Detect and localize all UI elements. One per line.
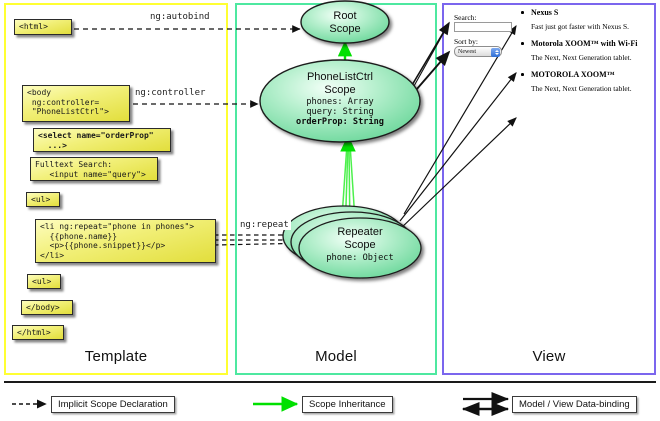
phone-snippet: Fast just got faster with Nexus S.	[531, 22, 629, 31]
code-box-ul-close[interactable]: <ul>	[27, 274, 61, 289]
code-box-html-open[interactable]: <html>	[14, 19, 72, 35]
sort-select[interactable]: Newest	[454, 46, 502, 57]
phone-name[interactable]: Nexus S	[521, 8, 653, 17]
code-box-li-repeat[interactable]: <li ng:repeat="phone in phones"> {{phone…	[35, 219, 216, 263]
sort-select-value: Newest	[458, 49, 476, 55]
search-label: Search:	[454, 13, 477, 22]
sort-label: Sort by:	[454, 37, 478, 46]
edge-bind-phone-1	[403, 24, 517, 215]
column-title-model: Model	[315, 348, 357, 365]
list-item[interactable]: MOTOROLA XOOM™ The Next, Next Generation…	[521, 70, 653, 93]
phone-name[interactable]: MOTOROLA XOOM™	[521, 70, 653, 79]
legend-label-databinding: Model / View Data-binding	[512, 396, 637, 413]
column-template	[4, 3, 228, 375]
edge-bind-phone-3	[398, 117, 517, 231]
ellipse-root-scope	[300, 0, 390, 44]
list-item[interactable]: Motorola XOOM™ with Wi-Fi The Next, Next…	[521, 39, 653, 62]
ellipse-phonelistctrl-scope	[259, 59, 421, 143]
column-title-view: View	[532, 348, 566, 365]
code-box-body-close[interactable]: </body>	[21, 300, 73, 315]
code-box-html-close[interactable]: </html>	[12, 325, 64, 340]
code-box-ul-open[interactable]: <ul>	[26, 192, 60, 207]
phone-snippet: The Next, Next Generation tablet.	[531, 84, 632, 93]
ellipse-repeater-scope-front	[298, 217, 422, 279]
phone-snippet: The Next, Next Generation tablet.	[531, 53, 632, 62]
column-title-template: Template	[84, 348, 148, 365]
code-box-fulltext-search[interactable]: Fulltext Search: <input name="query">	[30, 157, 158, 181]
label-repeater-scope: Repeater Scope phone: Object	[326, 226, 394, 263]
label-phonelistctrl-scope: PhoneListCtrl Scope phones: Array query:…	[296, 71, 384, 127]
legend-label-implicit: Implicit Scope Declaration	[51, 396, 175, 413]
code-box-body-open[interactable]: <body ng:controller= "PhoneListCtrl">	[22, 85, 130, 122]
bullet-icon	[521, 73, 524, 76]
edge-label-controller: ng:controller	[133, 88, 208, 98]
code-box-select[interactable]: <select name="orderProp" ...>	[33, 128, 171, 152]
search-input[interactable]	[454, 22, 512, 32]
phone-list: Nexus S Fast just got faster with Nexus …	[521, 8, 653, 101]
phone-name[interactable]: Motorola XOOM™ with Wi-Fi	[521, 39, 653, 48]
bullet-icon	[521, 42, 524, 45]
bullet-icon	[521, 11, 524, 14]
list-item[interactable]: Nexus S Fast just got faster with Nexus …	[521, 8, 653, 31]
edge-label-repeat: ng:repeat	[238, 220, 291, 230]
legend-divider	[4, 381, 656, 383]
chevron-updown-icon[interactable]	[491, 48, 500, 57]
column-view	[442, 3, 656, 375]
label-root-scope: Root Scope	[329, 10, 361, 35]
legend-label-inheritance: Scope Inheritance	[302, 396, 393, 413]
edge-bind-phone-2	[399, 72, 517, 222]
edge-label-autobind: ng:autobind	[148, 12, 212, 22]
